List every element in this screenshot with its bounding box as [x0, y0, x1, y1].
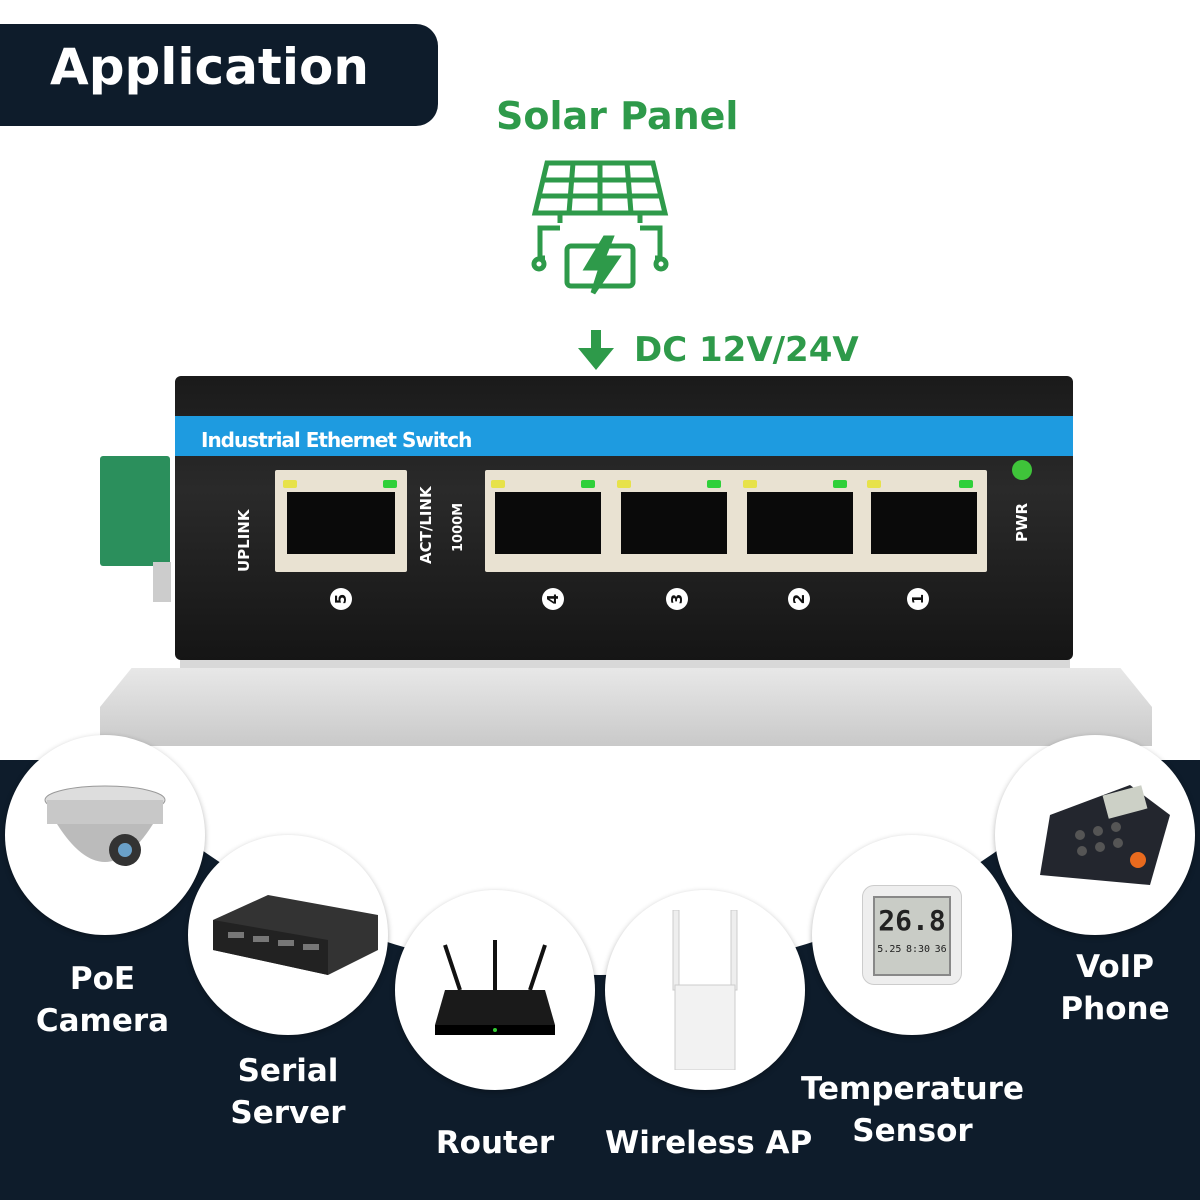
port-1[interactable]: [871, 492, 977, 554]
switch-nameplate: Industrial Ethernet Switch: [175, 416, 1073, 456]
power-led: [1012, 460, 1032, 480]
page-title: Application: [0, 24, 438, 126]
pedestal-base: [100, 668, 1152, 746]
solar-panel-label: Solar Panel: [496, 94, 739, 138]
solar-panel-icon: [531, 160, 669, 295]
serial-server-image: [188, 835, 388, 1035]
port-4[interactable]: [495, 492, 601, 554]
uplink-label: UPLINK: [235, 509, 253, 573]
poe-camera-image: [5, 735, 205, 935]
arrow-down-icon: [578, 330, 614, 370]
ethernet-switch: Industrial Ethernet Switch UPLINK ACT/LI…: [175, 376, 1073, 660]
din-clip: [153, 562, 171, 602]
wireless-ap-image: [605, 890, 805, 1090]
terminal-block: [100, 456, 170, 566]
port-number: 5: [330, 588, 352, 610]
temperature-sensor-image: 26.8 5.25 8:30 36: [812, 835, 1012, 1035]
port-2[interactable]: [747, 492, 853, 554]
port-number: 1: [907, 588, 929, 610]
port-number: 4: [542, 588, 564, 610]
time-reading: 8:30: [905, 944, 931, 955]
voip-phone-image: [995, 735, 1195, 935]
port-number: 2: [788, 588, 810, 610]
switch-name: Industrial Ethernet Switch: [201, 428, 472, 452]
humidity-reading: 36: [934, 944, 947, 955]
device-label-router: Router: [435, 1125, 555, 1161]
temperature-reading: 26.8: [878, 904, 946, 937]
port-5[interactable]: [275, 470, 407, 572]
ports-1-4: [485, 470, 987, 572]
pwr-label: PWR: [1013, 502, 1031, 542]
dc-input: DC 12V/24V: [576, 330, 859, 370]
act-link-label: ACT/LINK: [417, 486, 435, 564]
port-3[interactable]: [621, 492, 727, 554]
port-number: 3: [666, 588, 688, 610]
voltage-label: DC 12V/24V: [634, 330, 859, 370]
router-image: [395, 890, 595, 1090]
date-reading: 5.25: [877, 944, 902, 955]
device-label-wireless-ap: Wireless AP: [605, 1125, 813, 1161]
speed-label: 1000M: [451, 502, 466, 552]
